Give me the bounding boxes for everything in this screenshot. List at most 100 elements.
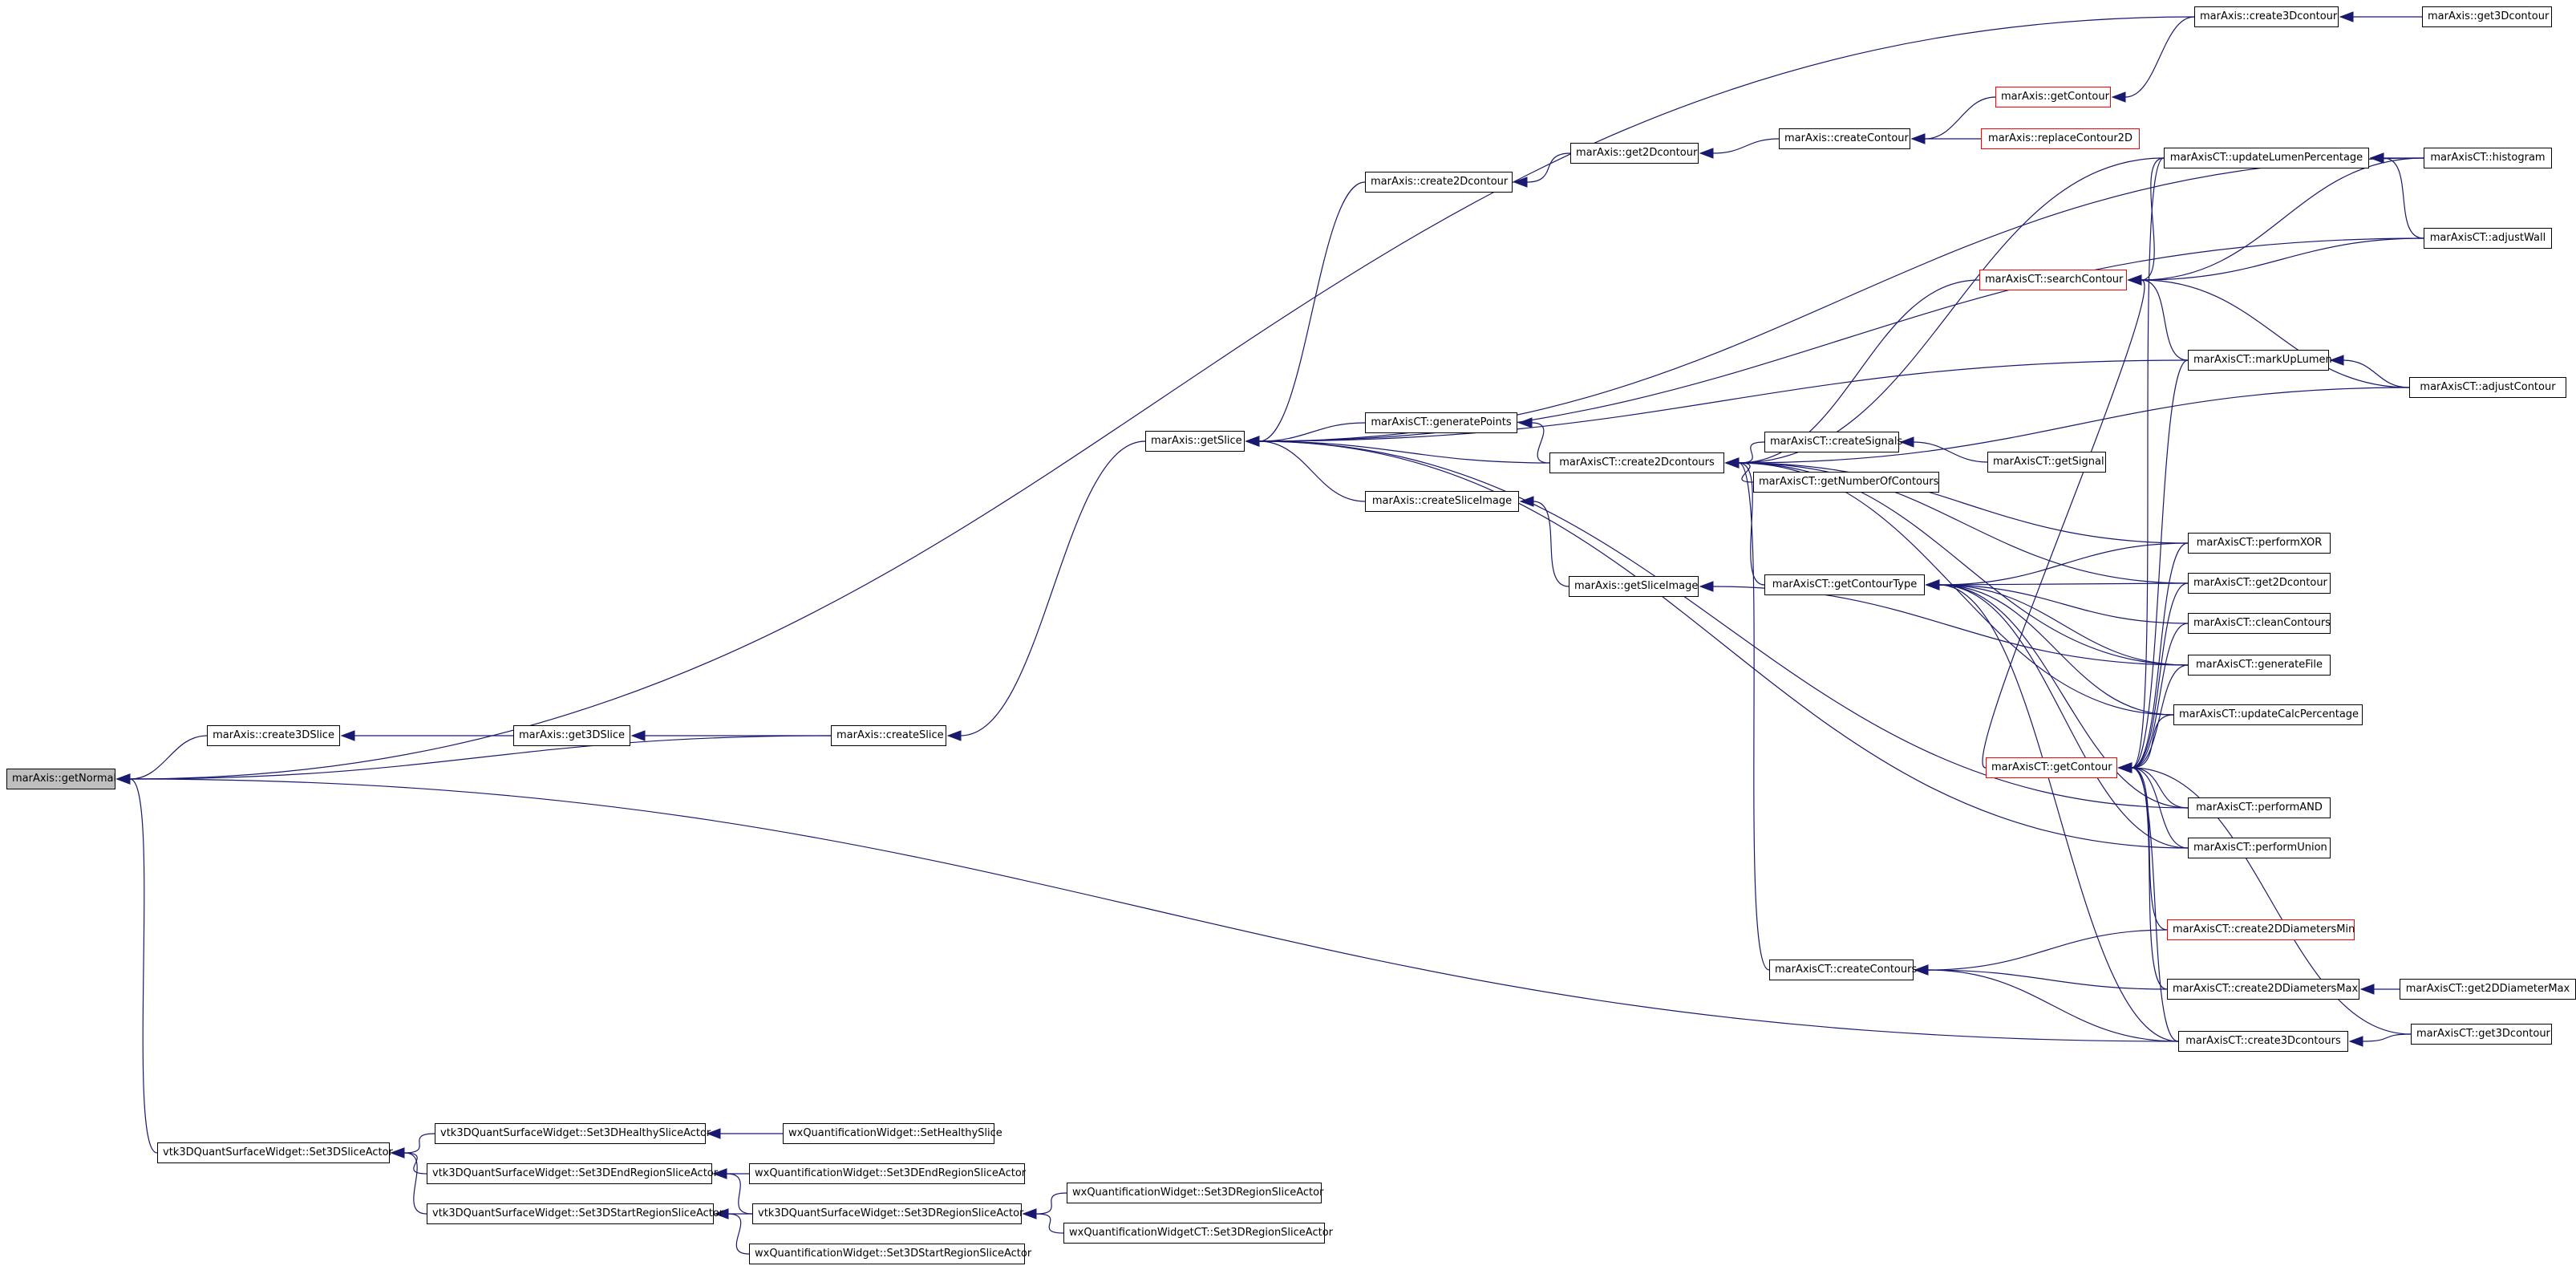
edge-updateLumenPercentage-to-create2Dcontours xyxy=(1738,157,2165,464)
edge-generateFile-to-getContourType xyxy=(1938,584,2189,666)
edge-cleanContours-to-getContour_ct xyxy=(2131,623,2189,769)
edge-searchContour-to-create2Dcontours xyxy=(1738,279,1980,464)
node-create-2ddiameters-min[interactable]: marAxisCT::create2DDiametersMin xyxy=(2167,919,2355,940)
node-generate-points[interactable]: marAxisCT::generatePoints xyxy=(1365,412,1517,433)
edge-performAND-to-getSlice xyxy=(1258,440,2189,809)
node-create-2dcontours[interactable]: marAxisCT::create2Dcontours xyxy=(1549,452,1724,473)
node-get-2dcontour-ct[interactable]: marAxisCT::get2Dcontour xyxy=(2188,573,2331,594)
node-create-slice-image[interactable]: marAxis::createSliceImage xyxy=(1365,491,1519,512)
node-set-3dhealthy-slice-actor[interactable]: vtk3DQuantSurfaceWidget::Set3DHealthySli… xyxy=(435,1123,711,1144)
node-get-contour-type[interactable]: marAxisCT::getContourType xyxy=(1764,574,1925,595)
node-wx-set-healthy-slice[interactable]: wxQuantificationWidget::SetHealthySlice xyxy=(783,1123,1002,1144)
node-get-3dcontour-ma[interactable]: marAxis::get3Dcontour xyxy=(2422,6,2552,27)
edge-create2Dcontours-to-getSlice xyxy=(1258,440,1550,464)
node-wx-set-3dend-region-slice-actor[interactable]: wxQuantificationWidget::Set3DEndRegionSl… xyxy=(749,1163,1026,1184)
node-get-normal[interactable]: marAxis::getNormal xyxy=(6,769,116,789)
node-get-contour-ma[interactable]: marAxis::getContour xyxy=(1995,87,2111,108)
edge-updateCalcPercentage-to-getContourType xyxy=(1938,584,2174,716)
node-update-lumen-percentage[interactable]: marAxisCT::updateLumenPercentage xyxy=(2164,148,2369,168)
edge-create2Dcontour-to-getSlice xyxy=(1258,181,1366,442)
edge-createSliceImage-to-getSlice xyxy=(1258,440,1366,502)
node-create-2ddiameters-max[interactable]: marAxisCT::create2DDiametersMax xyxy=(2167,979,2359,1000)
node-update-calc-percentage[interactable]: marAxisCT::updateCalcPercentage xyxy=(2173,704,2363,725)
node-get-slice[interactable]: marAxis::getSlice xyxy=(1145,431,1245,452)
edge-arrowhead xyxy=(1910,133,1926,144)
edge-create2DDiametersMax-to-getContour_ct xyxy=(2131,767,2168,990)
edge-get2Dcontour_ct-to-create2Dcontours xyxy=(1738,462,2189,584)
node-perform-union[interactable]: marAxisCT::performUnion xyxy=(2188,838,2331,858)
edge-arrowhead xyxy=(946,730,962,741)
node-perform-and[interactable]: marAxisCT::performAND xyxy=(2188,797,2331,818)
node-set-3dregion-slice-actor[interactable]: vtk3DQuantSurfaceWidget::Set3DRegionSlic… xyxy=(752,1203,1023,1224)
edge-arrowhead xyxy=(2329,355,2344,366)
edge-Set3DHealthySliceActor-to-Set3DSliceActor xyxy=(403,1133,435,1154)
edge-generatePoints-to-getSlice xyxy=(1258,422,1366,442)
edge-arrowhead xyxy=(1517,417,1533,428)
edge-arrowhead xyxy=(1914,964,1929,976)
node-adjust-contour[interactable]: marAxisCT::adjustContour xyxy=(2409,377,2566,398)
node-set-3dend-region-slice-actor[interactable]: vtk3DQuantSurfaceWidget::Set3DEndRegionS… xyxy=(427,1163,718,1184)
node-get-contour-ct[interactable]: marAxisCT::getContour xyxy=(1986,757,2117,778)
edge-get2Dcontour_ct-to-getContour_ct xyxy=(2131,582,2189,769)
node-create-3dcontours[interactable]: marAxisCT::create3Dcontours xyxy=(2178,1031,2348,1052)
edge-Set3DSliceActor-to-getNormal xyxy=(129,778,158,1154)
node-mark-up-lumen[interactable]: marAxisCT::markUpLumen xyxy=(2188,350,2332,371)
node-get-slice-image[interactable]: marAxis::getSliceImage xyxy=(1569,576,1699,597)
edge-arrowhead xyxy=(340,730,355,741)
edge-create3Dcontour-to-getContour_ma xyxy=(2124,16,2195,98)
edge-generateFile-to-create2Dcontours xyxy=(1738,462,2189,666)
node-create-contour[interactable]: marAxis::createContour xyxy=(1779,128,1910,149)
node-get-number-of-contours[interactable]: marAxisCT::getNumberOfContours xyxy=(1753,472,1939,493)
node-create-slice[interactable]: marAxis::createSlice xyxy=(831,725,946,746)
edge-get3Dcontour_ct-to-create3Dcontours xyxy=(2362,1033,2412,1042)
edge-arrowhead xyxy=(1925,579,1940,590)
node-create-3dcontour[interactable]: marAxis::create3Dcontour xyxy=(2194,6,2339,27)
node-replace-contour-2d[interactable]: marAxis::replaceContour2D xyxy=(1981,128,2140,149)
edge-create2Dcontours-to-generatePoints xyxy=(1531,422,1550,464)
edge-performUnion-to-getSlice xyxy=(1258,440,2189,849)
node-get-2ddiameter-max[interactable]: marAxisCT::get2DDiameterMax xyxy=(2400,979,2576,1000)
node-perform-xor[interactable]: marAxisCT::performXOR xyxy=(2188,533,2331,554)
edge-arrowhead xyxy=(1519,496,1534,507)
node-get-3dcontour-ct[interactable]: marAxisCT::get3Dcontour xyxy=(2411,1024,2552,1045)
edge-create2DDiametersMin-to-getContour_ct xyxy=(2131,767,2168,931)
node-create-contours[interactable]: marAxisCT::createContours xyxy=(1769,960,1917,980)
edge-adjustContour-to-searchContour xyxy=(2141,279,2410,388)
node-wx-ctset-3dregion-slice-actor[interactable]: wxQuantificationWidgetCT::Set3DRegionSli… xyxy=(1063,1223,1333,1244)
node-set-3dstart-region-slice-actor[interactable]: vtk3DQuantSurfaceWidget::Set3DStartRegio… xyxy=(427,1203,723,1224)
edge-arrowhead xyxy=(1699,148,1714,159)
edge-updateLumenPercentage-to-getContour_ct xyxy=(2131,157,2165,769)
edge-getSliceImage-to-createSliceImage xyxy=(1533,501,1569,587)
node-generate-file[interactable]: marAxisCT::generateFile xyxy=(2188,655,2331,676)
node-create-2dcontour[interactable]: marAxis::create2Dcontour xyxy=(1365,172,1513,193)
node-adjust-wall[interactable]: marAxisCT::adjustWall xyxy=(2424,228,2552,249)
node-histogram[interactable]: marAxisCT::histogram xyxy=(2424,148,2552,168)
edge-markUpLumen-to-getContour_ct xyxy=(2131,359,2189,769)
edge-arrowhead xyxy=(1245,436,1260,447)
node-search-contour[interactable]: marAxisCT::searchContour xyxy=(1979,270,2127,290)
node-clean-contours[interactable]: marAxisCT::cleanContours xyxy=(2188,613,2331,634)
edge-Set3DStartRegionSliceActor-to-Set3DSliceActor xyxy=(403,1152,427,1215)
node-create-signals[interactable]: marAxisCT::createSignals xyxy=(1764,432,1902,452)
edge-arrowhead xyxy=(2359,984,2375,995)
edge-adjustWall-to-searchContour xyxy=(2141,237,2424,281)
node-get-3dslice[interactable]: marAxis::get3DSlice xyxy=(513,725,630,746)
edge-performXOR-to-getContour_ct xyxy=(2131,542,2189,769)
edge-adjustContour-to-markUpLumen xyxy=(2343,359,2410,388)
node-create-3dslice[interactable]: marAxis::create3DSlice xyxy=(207,725,340,746)
node-wx-set-3dregion-slice-actor[interactable]: wxQuantificationWidget::Set3DRegionSlice… xyxy=(1067,1183,1323,1203)
edge-performUnion-to-getContour_ct xyxy=(2131,767,2189,849)
node-get-signal[interactable]: marAxisCT::getSignal xyxy=(1987,452,2106,473)
edge-create3Dcontours-to-getNormal xyxy=(129,778,2179,1042)
edge-create2DDiametersMin-to-createContours xyxy=(1927,929,2168,971)
node-wx-set-3dstart-region-slice-actor[interactable]: wxQuantificationWidget::Set3DStartRegion… xyxy=(749,1244,1031,1264)
edge-get3Dcontour_ct-to-getContour_ct xyxy=(2131,767,2412,1035)
node-set-3dslice-actor[interactable]: vtk3DQuantSurfaceWidget::Set3DSliceActor xyxy=(157,1142,393,1163)
edge-arrowhead xyxy=(390,1147,405,1158)
edge-arrowhead xyxy=(2339,11,2354,22)
edge-get2Dcontour_ct-to-getContourType xyxy=(1938,582,2189,586)
edge-performAND-to-getContour_ct xyxy=(2131,767,2189,809)
edge-Set3DEndRegionSliceActor-to-Set3DSliceActor xyxy=(403,1152,427,1175)
edge-create2DDiametersMax-to-createContours xyxy=(1927,969,2168,990)
node-get-2dcontour-ma[interactable]: marAxis::get2Dcontour xyxy=(1570,143,1699,164)
